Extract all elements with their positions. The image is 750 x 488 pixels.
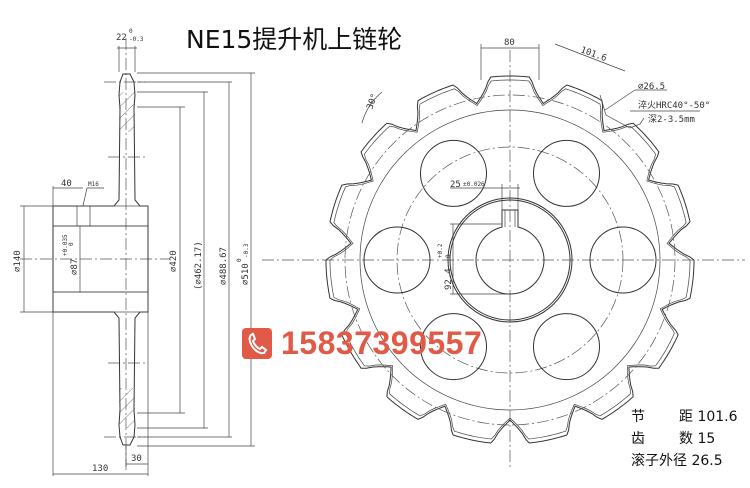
- chord-dim: 80: [504, 38, 515, 48]
- spec-label: 滚子外径: [631, 453, 687, 469]
- spec-label: 数: [679, 431, 693, 447]
- hub-circle: [447, 197, 573, 323]
- thread-label: M16: [88, 181, 99, 188]
- spec-pitch: 节 距 101.6: [631, 406, 738, 426]
- pitch-dim: 101.6: [579, 45, 608, 64]
- spec-label: 齿: [631, 431, 645, 447]
- d420-dim: ⌀420: [169, 250, 179, 272]
- lightening-hole: [420, 313, 487, 381]
- phone-badge: [242, 328, 272, 359]
- key-depth-tol-upper: +0.2: [437, 243, 444, 258]
- spec-teeth: 齿 数 15: [631, 428, 715, 448]
- key-depth-dim: 92.4: [444, 268, 454, 290]
- width-dim: 22: [116, 33, 127, 43]
- lightening-hole: [363, 226, 431, 294]
- tol-upper: 0: [129, 28, 133, 35]
- sprocket-tooth-profile: [325, 75, 695, 444]
- plate-offset-dim: 30: [131, 454, 142, 464]
- spec-value: 26.5: [691, 453, 723, 469]
- d510-tol-upper: 0: [236, 258, 243, 262]
- d510-dim: ⌀510: [241, 263, 251, 285]
- hardening-note: 淬火HRC40°-50°: [638, 99, 710, 111]
- sprocket-tooth-profile-inner: [329, 79, 691, 440]
- hole-circle: [396, 146, 624, 374]
- phone-icon: [248, 332, 268, 355]
- side-section-view: 22 0 -0.3 40 M16 ⌀140 ⌀87 +0.035 0 ⌀420 …: [13, 28, 255, 476]
- lightening-hole: [533, 139, 600, 207]
- d462-dim: (⌀462.17): [194, 241, 204, 290]
- hub-dia-dim: ⌀140: [13, 250, 23, 272]
- spec-label: 节: [631, 409, 645, 425]
- lightening-hole: [589, 226, 657, 294]
- hub-offset-dim: 40: [61, 179, 72, 189]
- root-circle: [359, 109, 661, 411]
- bore-dia-dim: ⌀87: [70, 259, 80, 275]
- spec-value: 101.6: [697, 409, 738, 425]
- lightening-hole: [533, 313, 600, 381]
- key-width-dim: 25: [450, 180, 461, 190]
- d510-tol-lower: -0.3: [243, 243, 250, 258]
- spec-label: 距: [679, 409, 693, 425]
- angle-dim: 30°: [365, 92, 380, 111]
- roller-dia-dim: ⌀26.5: [638, 82, 665, 92]
- drawing-title: NE15提升机上链轮: [186, 25, 403, 54]
- bore-tol-upper: +0.035: [62, 234, 69, 256]
- spec-value: 15: [697, 431, 716, 447]
- key-width-tol: ±0.026: [463, 181, 485, 188]
- bore-tol-lower: 0: [68, 242, 75, 246]
- lightening-hole: [420, 139, 487, 207]
- hardening-depth-note: 深2-3.5mm: [648, 114, 695, 125]
- tol-lower: -0.3: [129, 36, 144, 43]
- hub-length-dim: 130: [92, 464, 108, 474]
- pitch-circle: [344, 94, 676, 426]
- key-depth-tol-lower: 0: [445, 254, 452, 258]
- spec-roller-dia: 滚子外径 26.5: [631, 450, 723, 470]
- phone-number: 15837399557: [281, 325, 483, 361]
- bore-with-keyway: [475, 209, 545, 295]
- d488-dim: ⌀488.67: [219, 247, 229, 285]
- hub-circle-inner: [449, 199, 571, 321]
